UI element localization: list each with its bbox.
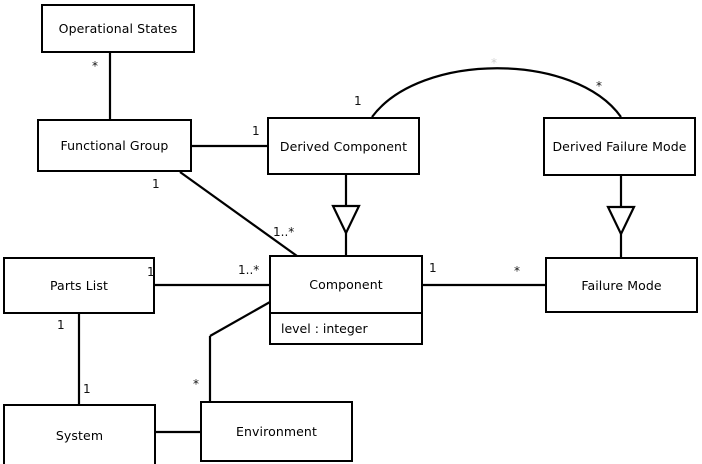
multiplicity-parts-list-component-target: 1..* (238, 263, 260, 277)
class-name-functional-group: Functional Group (60, 138, 169, 153)
class-box-operational-states[interactable]: Operational States (41, 4, 195, 53)
multiplicity-functional-group-component-target: 1..* (273, 225, 295, 239)
generalization-arrowhead-component (331, 204, 361, 236)
multiplicity-curve-apex: * (491, 56, 497, 70)
class-name-system: System (55, 427, 104, 443)
class-name-derived-failure-mode: Derived Failure Mode (552, 139, 687, 154)
class-name-operational-states: Operational States (58, 21, 178, 36)
multiplicity-component-failure-mode-source: 1 (429, 261, 437, 275)
class-box-derived-component[interactable]: Derived Component (267, 117, 420, 175)
link-environment-component-diagonal (209, 301, 271, 337)
class-name-failure-mode: Failure Mode (581, 277, 662, 293)
class-box-failure-mode[interactable]: Failure Mode (545, 257, 698, 313)
multiplicity-derived-failure-mode-curve: * (596, 79, 602, 93)
class-box-derived-failure-mode[interactable]: Derived Failure Mode (543, 117, 696, 176)
class-name-environment: Environment (236, 424, 317, 439)
multiplicity-parts-list-system-source: 1 (57, 318, 65, 332)
class-box-environment[interactable]: Environment (200, 401, 353, 462)
class-attribute-component-level: level : integer (271, 312, 421, 343)
link-functional-group-component (179, 171, 298, 257)
multiplicity-functional-group-component-source: 1 (152, 177, 160, 191)
generalization-arrowhead-failure-mode (606, 205, 636, 237)
link-derived-component-derived-failure-mode-curve (371, 67, 622, 118)
class-name-component: Component (309, 277, 383, 292)
multiplicity-functional-group-derived-component: 1 (252, 124, 260, 138)
class-box-functional-group[interactable]: Functional Group (37, 119, 192, 172)
class-box-component[interactable]: Component level : integer (269, 255, 423, 345)
class-name-derived-component: Derived Component (279, 138, 408, 154)
multiplicity-parts-list-component-source: 1 (147, 265, 155, 279)
multiplicity-environment-component: * (193, 377, 199, 391)
class-box-parts-list[interactable]: Parts List (3, 257, 155, 314)
multiplicity-operational-states-functional-group: * (92, 59, 98, 73)
class-name-parts-list: Parts List (49, 278, 108, 293)
multiplicity-component-failure-mode-target: * (514, 264, 520, 278)
multiplicity-parts-list-system-target: 1 (83, 382, 91, 396)
class-box-system[interactable]: System (3, 404, 156, 464)
multiplicity-derived-component-curve: 1 (354, 94, 362, 108)
